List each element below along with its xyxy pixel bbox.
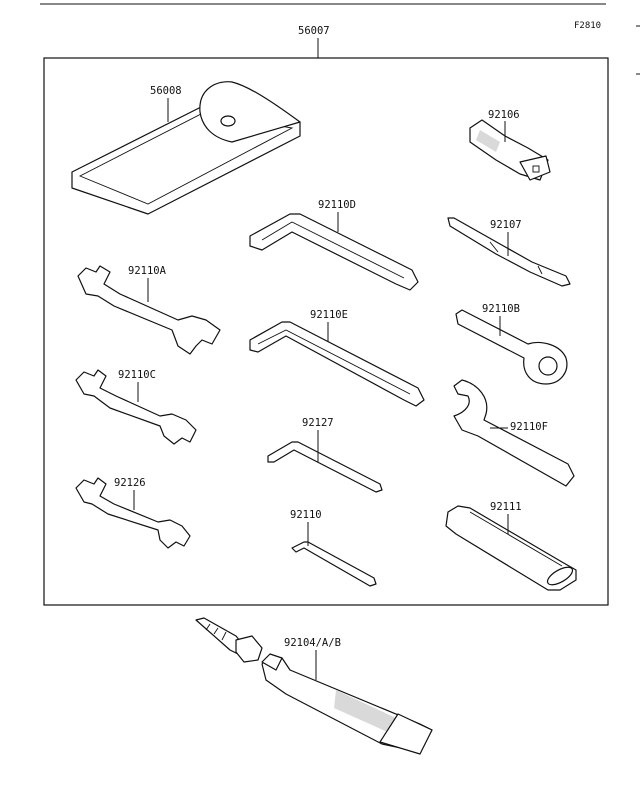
wrench-92110A[interactable] [77,265,221,355]
label-92110D[interactable]: 92110D [318,199,356,211]
kit-box [43,57,609,606]
hex-key-large[interactable] [249,213,419,291]
label-92110F[interactable]: 92110F [510,421,548,433]
label-92110E[interactable]: 92110E [310,309,348,321]
socket-tool[interactable] [469,119,551,181]
ring-spanner-92110B[interactable] [455,309,568,385]
wrench-92126[interactable] [75,477,191,549]
label-92110A[interactable]: 92110A [128,265,167,277]
grease-nozzle[interactable] [195,617,263,663]
label-92110B[interactable]: 92110B [482,303,520,315]
label-92107[interactable]: 92107 [490,219,522,231]
label-56007[interactable]: 56007 [298,25,330,37]
screwdriver-bit[interactable] [447,217,571,287]
hex-key-small[interactable] [291,541,377,587]
label-92110[interactable]: 92110 [290,509,322,521]
hex-key-92127[interactable] [267,441,383,493]
wrench-92110C[interactable] [75,369,197,445]
label-92106[interactable]: 92106 [488,109,520,121]
label-56008[interactable]: 56008 [150,85,182,97]
handle-92111[interactable] [445,505,577,591]
grease-tube[interactable] [261,653,433,755]
label-92111[interactable]: 92111 [490,501,522,513]
label-92127[interactable]: 92127 [302,417,334,429]
label-92104AB[interactable]: 92104/A/B [284,637,341,649]
label-92126[interactable]: 92126 [114,477,146,489]
label-92110C[interactable]: 92110C [118,369,156,381]
figure-code: F2810 [574,21,601,31]
tool-bag[interactable] [71,81,301,215]
pin-spanner-92110F[interactable] [453,379,575,487]
hex-key-92110E[interactable] [249,321,425,407]
